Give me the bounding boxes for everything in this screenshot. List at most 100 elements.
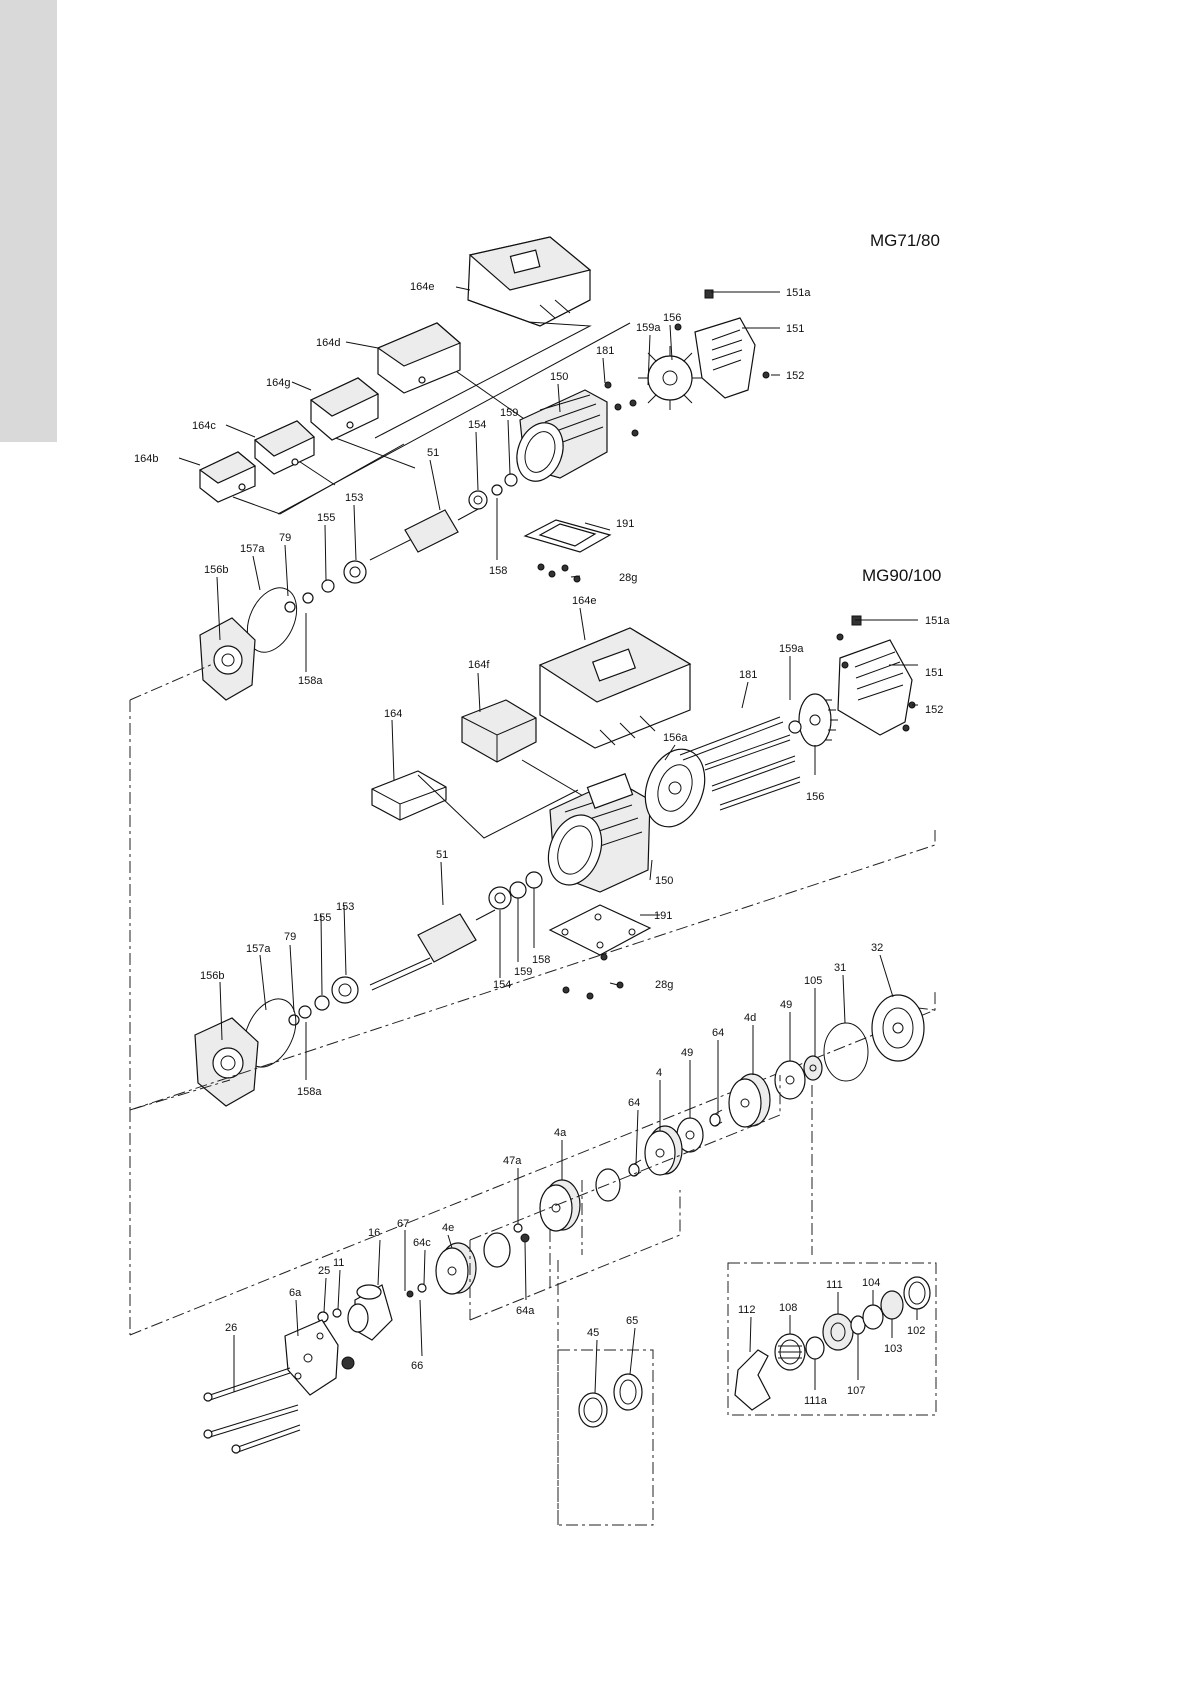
clip-151a-small xyxy=(704,289,714,299)
seal-kit-45-65 xyxy=(557,1260,654,1526)
callout-b6: 151 xyxy=(925,667,943,679)
spacer-64-a xyxy=(709,1109,723,1127)
callout-a9: 164g xyxy=(266,377,290,389)
callout-a17: 191 xyxy=(616,518,634,530)
shaft-seal-kit xyxy=(727,1262,937,1416)
spacer-64a xyxy=(520,1233,530,1243)
callout-a6: 164d xyxy=(316,337,340,349)
ring-11 xyxy=(332,1308,342,1318)
flange-156a xyxy=(644,748,706,828)
callout-c15: 16 xyxy=(368,1227,380,1239)
o-ring-31 xyxy=(823,1022,869,1082)
callout-c8: 4 xyxy=(656,1067,662,1079)
terminal-box-164e-large xyxy=(538,627,692,749)
callout-c9: 64 xyxy=(628,1097,640,1109)
callout-d2: 111 xyxy=(826,1279,843,1291)
callout-b16: 79 xyxy=(284,931,296,943)
mg71-assembly xyxy=(198,236,770,701)
leader-lines xyxy=(178,286,918,1394)
terminal-box-164d xyxy=(376,322,462,394)
fan-156-large xyxy=(788,693,838,747)
callout-c14: 4e xyxy=(442,1222,454,1234)
impeller-near-4e xyxy=(483,1232,511,1268)
callout-a7: 181 xyxy=(596,345,614,357)
callout-c11: 47a xyxy=(503,1155,522,1167)
callout-a5: 156 xyxy=(663,312,681,324)
pump-head-32 xyxy=(871,994,925,1062)
base-plate-6a xyxy=(284,1319,339,1396)
stator-housing-150-large xyxy=(547,773,651,893)
o-ring-157a-small xyxy=(246,587,298,653)
mg90-assembly xyxy=(129,615,936,1336)
callout-d7: 107 xyxy=(847,1385,865,1397)
callout-a8: 152 xyxy=(786,370,804,382)
callout-b2: 151a xyxy=(925,615,950,627)
title-mg71-80: MG71/80 xyxy=(870,231,940,250)
callout-d1: 104 xyxy=(862,1277,880,1289)
callout-b19: 158 xyxy=(532,954,550,966)
fan-cover-151-large xyxy=(837,639,913,736)
callout-b7: 152 xyxy=(925,704,943,716)
callout-d4: 112 xyxy=(738,1304,756,1316)
callout-b21: 159 xyxy=(514,966,532,978)
callout-a23: 28g xyxy=(619,572,637,584)
callout-a14: 164b xyxy=(134,453,158,465)
callout-c21: 66 xyxy=(411,1360,423,1372)
terminal-box-164e-top xyxy=(467,236,592,327)
nut-105 xyxy=(803,1055,823,1081)
tie-rods-181 xyxy=(679,716,801,811)
callout-a20: 157a xyxy=(240,543,265,555)
callout-d3: 108 xyxy=(779,1302,797,1314)
callout-c23: 65 xyxy=(626,1315,638,1327)
rotor-51-small xyxy=(369,507,481,561)
callout-c3: 105 xyxy=(804,975,822,987)
callout-b17: 157a xyxy=(246,943,271,955)
flange-156b-large xyxy=(194,1017,259,1107)
chamber-4e xyxy=(435,1242,477,1295)
impeller-49-a xyxy=(774,1060,806,1100)
callout-c5: 4d xyxy=(744,1012,756,1024)
callout-b8: 164 xyxy=(384,708,402,720)
terminal-box-164c xyxy=(253,420,316,475)
terminal-box-164b xyxy=(198,451,257,503)
title-mg90-100: MG90/100 xyxy=(862,566,942,585)
callout-c18: 6a xyxy=(289,1287,302,1299)
cover-plate-164 xyxy=(371,770,447,821)
ring-111a xyxy=(805,1336,825,1360)
callout-c4: 49 xyxy=(780,999,792,1011)
callout-c10: 4a xyxy=(554,1127,567,1139)
fan-cover-151-small xyxy=(694,317,756,399)
callout-b10: 156 xyxy=(806,791,824,803)
bearings-mg71 xyxy=(284,473,518,613)
driver-112 xyxy=(734,1349,771,1411)
callout-a16: 153 xyxy=(345,492,363,504)
nut-67 xyxy=(406,1290,414,1298)
base-plate-191-small xyxy=(523,519,612,583)
side-tab xyxy=(0,0,57,442)
bolts-26 xyxy=(203,1367,301,1454)
bearings-mg90 xyxy=(288,871,543,1026)
callout-a1: 164e xyxy=(410,281,434,293)
callout-b18: 156b xyxy=(200,970,224,982)
callout-a19: 79 xyxy=(279,532,291,544)
callout-c6: 64 xyxy=(712,1027,724,1039)
callout-c17: 11 xyxy=(333,1257,344,1269)
callout-a11: 164c xyxy=(192,420,216,432)
impeller-49-c xyxy=(595,1168,621,1202)
callout-d8: 111a xyxy=(804,1395,828,1407)
callout-a13: 154 xyxy=(468,419,486,431)
seat-104 xyxy=(862,1304,884,1330)
pump-parts xyxy=(203,994,925,1454)
spring-108 xyxy=(774,1333,806,1371)
callout-b20: 154 xyxy=(493,979,511,991)
callout-c20: 64a xyxy=(516,1305,535,1317)
fan-156-small xyxy=(638,346,702,410)
rotor-51-large xyxy=(369,909,496,991)
callout-a24: 158a xyxy=(298,675,323,687)
callout-b23: 158a xyxy=(297,1086,322,1098)
base-plate-191-large xyxy=(548,904,652,1000)
callout-c1: 32 xyxy=(871,942,883,954)
callout-a15: 51 xyxy=(427,447,439,459)
terminal-box-164f xyxy=(461,699,537,763)
